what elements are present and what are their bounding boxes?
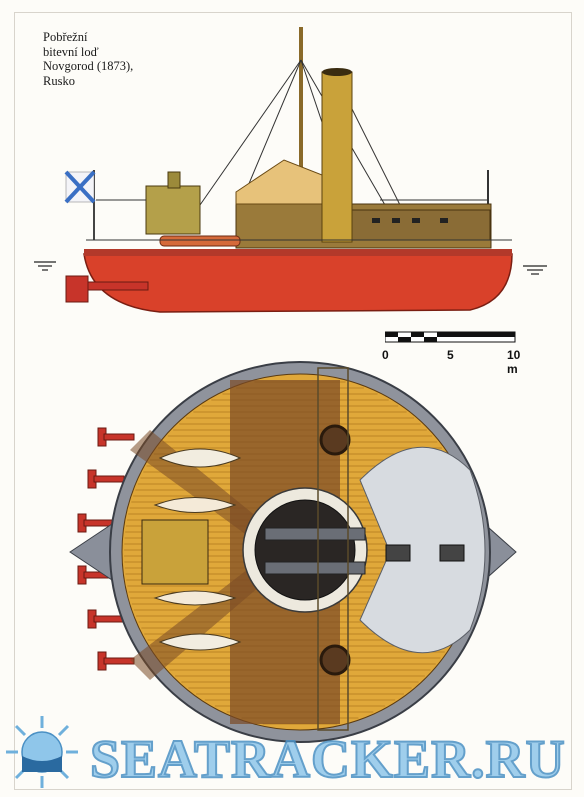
scale-label-5: 5: [447, 348, 454, 362]
caption-line-2: bitevní loď: [43, 44, 99, 59]
funnel-top: [322, 68, 352, 76]
dark-deck-diagonal: [130, 430, 300, 680]
scale-ruler: [385, 331, 516, 343]
st-andrew-flag-icon: [64, 170, 96, 204]
turret-guns: [264, 527, 366, 575]
skylight-1: [385, 544, 411, 562]
caption-line-4: Rusko: [43, 73, 75, 88]
aft-bridge: [141, 519, 209, 585]
skylight-2: [439, 544, 465, 562]
scale-label-0: 0: [382, 348, 389, 362]
side-propellers: [65, 275, 149, 303]
illustration-frame: [14, 12, 572, 790]
caption-line-3: Novgorod (1873),: [43, 59, 134, 73]
portholes: [372, 218, 448, 223]
funnel-aft: [319, 644, 351, 676]
ship-caption: Pobřežní bitevní loď Novgorod (1873), Ru…: [43, 30, 133, 88]
flying-bridge: [317, 367, 349, 731]
scale-bar: 0 5 10 m: [382, 331, 520, 376]
waterline-left: [34, 261, 56, 271]
chart-house: [167, 171, 181, 189]
railings: [86, 199, 512, 241]
stern-propellers: [77, 427, 135, 671]
upper-hull-band: [84, 249, 512, 256]
caption-line-1: Pobřežní: [43, 30, 88, 44]
boats: [153, 448, 242, 651]
waterline-right: [523, 265, 547, 275]
grey-forward-deck: [359, 446, 486, 654]
watermark-text: SEATRACKER.RU: [89, 728, 566, 790]
boat-side: [159, 235, 241, 247]
funnel-forward: [319, 424, 351, 456]
turret: [254, 499, 356, 601]
bridge: [145, 185, 201, 235]
scale-label-10: 10 m: [507, 348, 521, 376]
funnel: [321, 71, 353, 243]
